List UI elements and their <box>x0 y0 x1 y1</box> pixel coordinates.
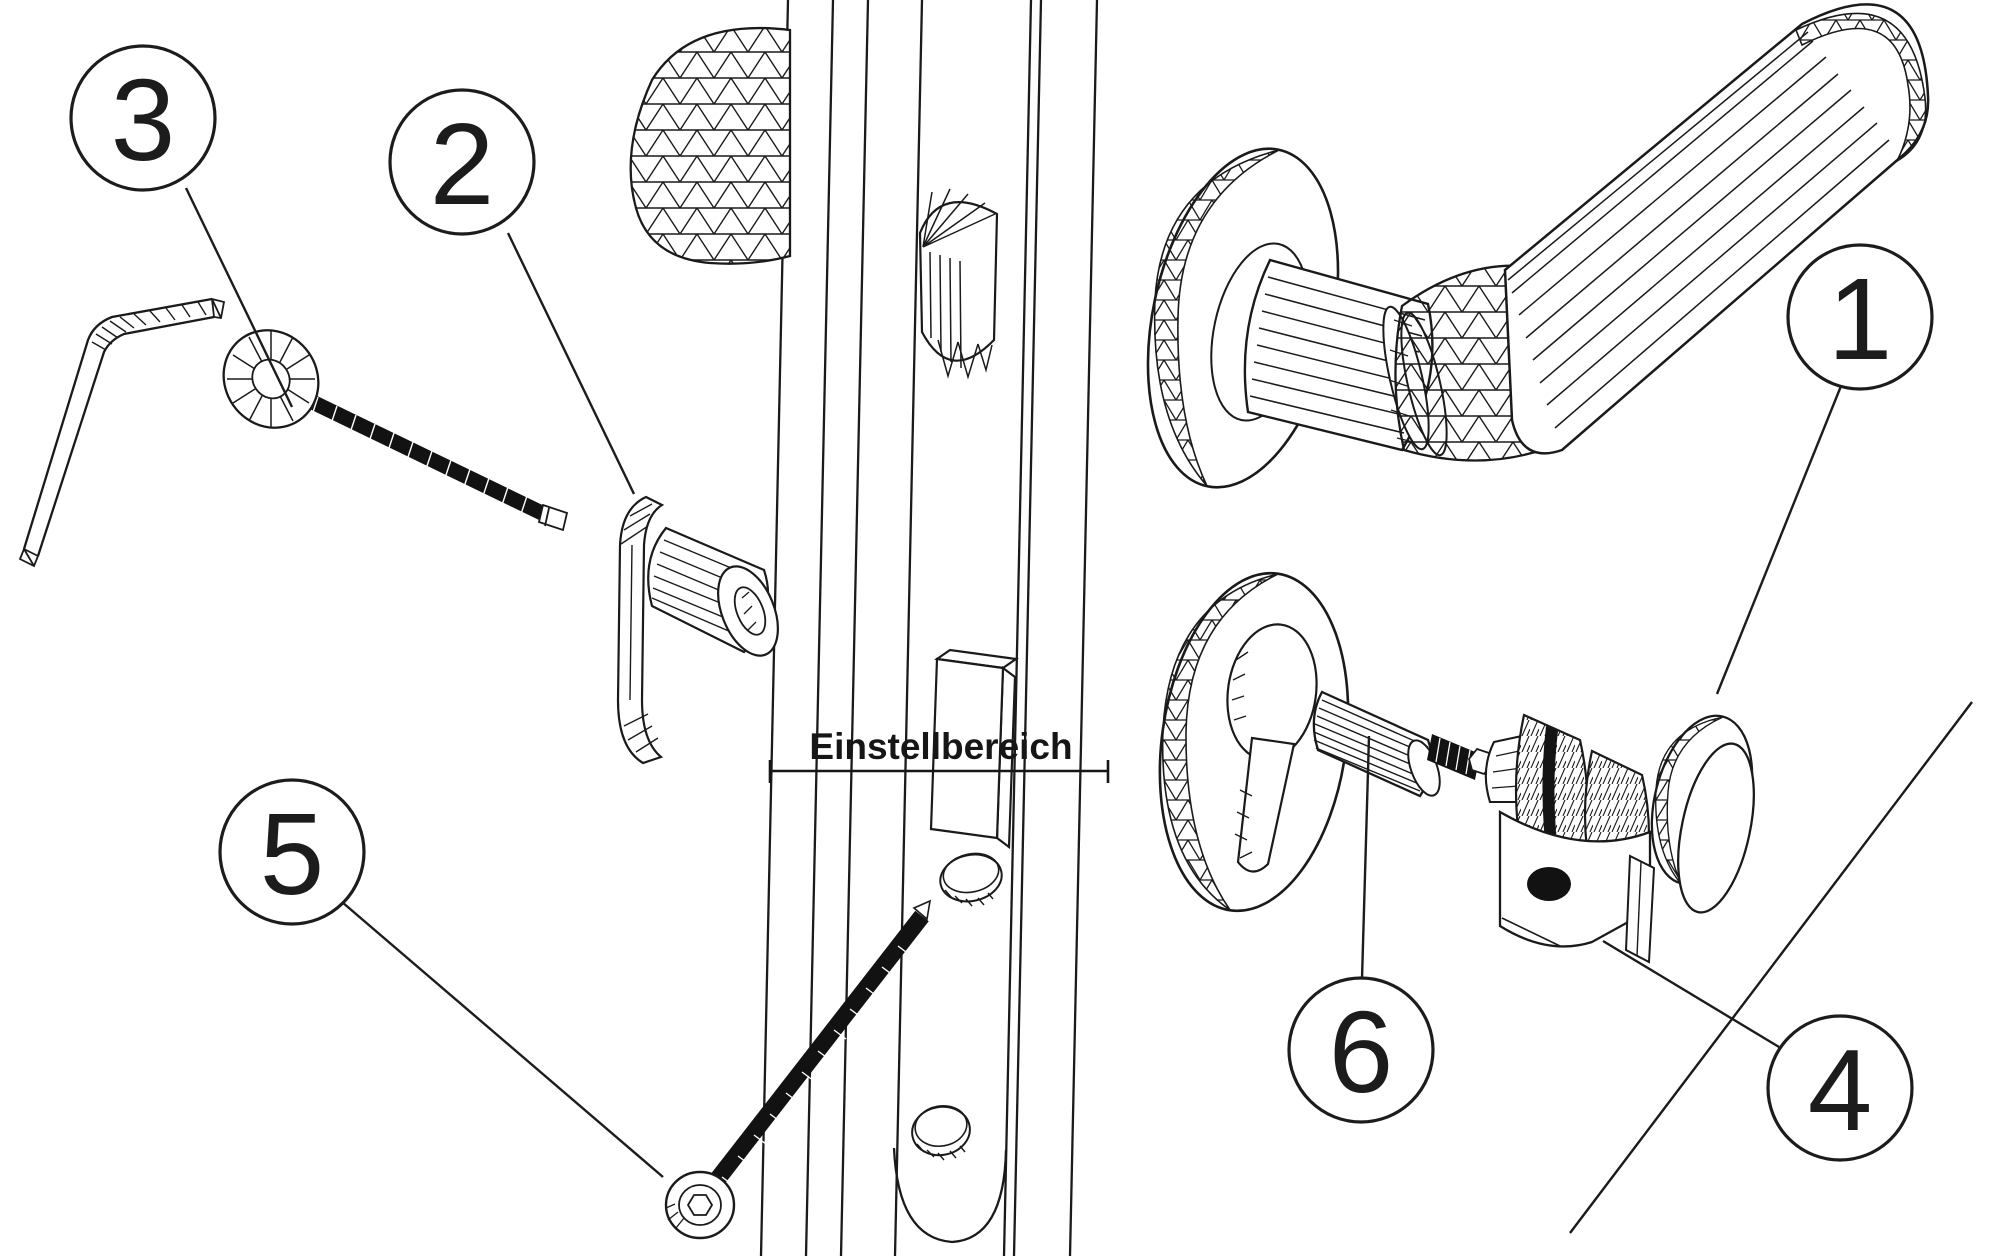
faceplate-hole-upper <box>939 852 1003 907</box>
cylinder-cam-dot <box>1527 867 1571 901</box>
adjustment-plate <box>929 648 1019 850</box>
callout-4-number: 4 <box>1808 1025 1873 1155</box>
faceplate-bottom <box>892 1147 1008 1244</box>
countersunk-screw <box>222 329 569 532</box>
faceplate-hole-lower <box>911 1104 971 1161</box>
cylinder-housing <box>1498 810 1652 948</box>
dimension-label: Einstellbereich <box>809 726 1072 767</box>
leader-4 <box>1602 939 1780 1049</box>
cylinder-front-face <box>1677 742 1755 914</box>
hex-key <box>18 297 226 568</box>
dimension-annotation: Einstellbereich <box>768 726 1110 783</box>
leader-1 <box>1715 385 1843 695</box>
handle-grip <box>1503 3 1930 455</box>
callout-3: 3 <box>69 44 217 192</box>
key-escutcheon <box>1158 571 1350 913</box>
grip-endcap-mesh <box>1794 12 1927 164</box>
thumbturn-insert <box>616 495 779 765</box>
leader-3 <box>184 187 294 408</box>
hex-socket <box>686 1194 714 1216</box>
callout-4: 4 <box>1766 1014 1914 1162</box>
callout-6: 6 <box>1287 976 1435 1124</box>
callout-6-number: 6 <box>1329 987 1394 1117</box>
callout-1-number: 1 <box>1828 254 1893 384</box>
leader-6 <box>1360 735 1371 980</box>
leader-2 <box>506 232 636 495</box>
callout-2-number: 2 <box>430 99 495 229</box>
door-edge-lines <box>759 0 1099 1256</box>
keyhole-slot <box>1236 736 1296 873</box>
callout-1: 1 <box>1786 243 1934 391</box>
rear-handle-rose-mesh <box>629 26 792 265</box>
leader-5 <box>341 901 664 1178</box>
cylinder-foot <box>1624 854 1656 964</box>
dimension-line <box>768 760 1110 783</box>
lock-cylinder <box>1484 713 1755 964</box>
construction-line <box>1569 701 1973 1234</box>
leader-lines <box>184 187 1843 1178</box>
callout-5-number: 5 <box>260 789 325 919</box>
callout-2: 2 <box>388 88 536 236</box>
callout-3-number: 3 <box>111 55 176 185</box>
fixing-screw <box>664 899 932 1240</box>
callout-5: 5 <box>218 778 366 926</box>
latch-bolt <box>918 188 999 380</box>
